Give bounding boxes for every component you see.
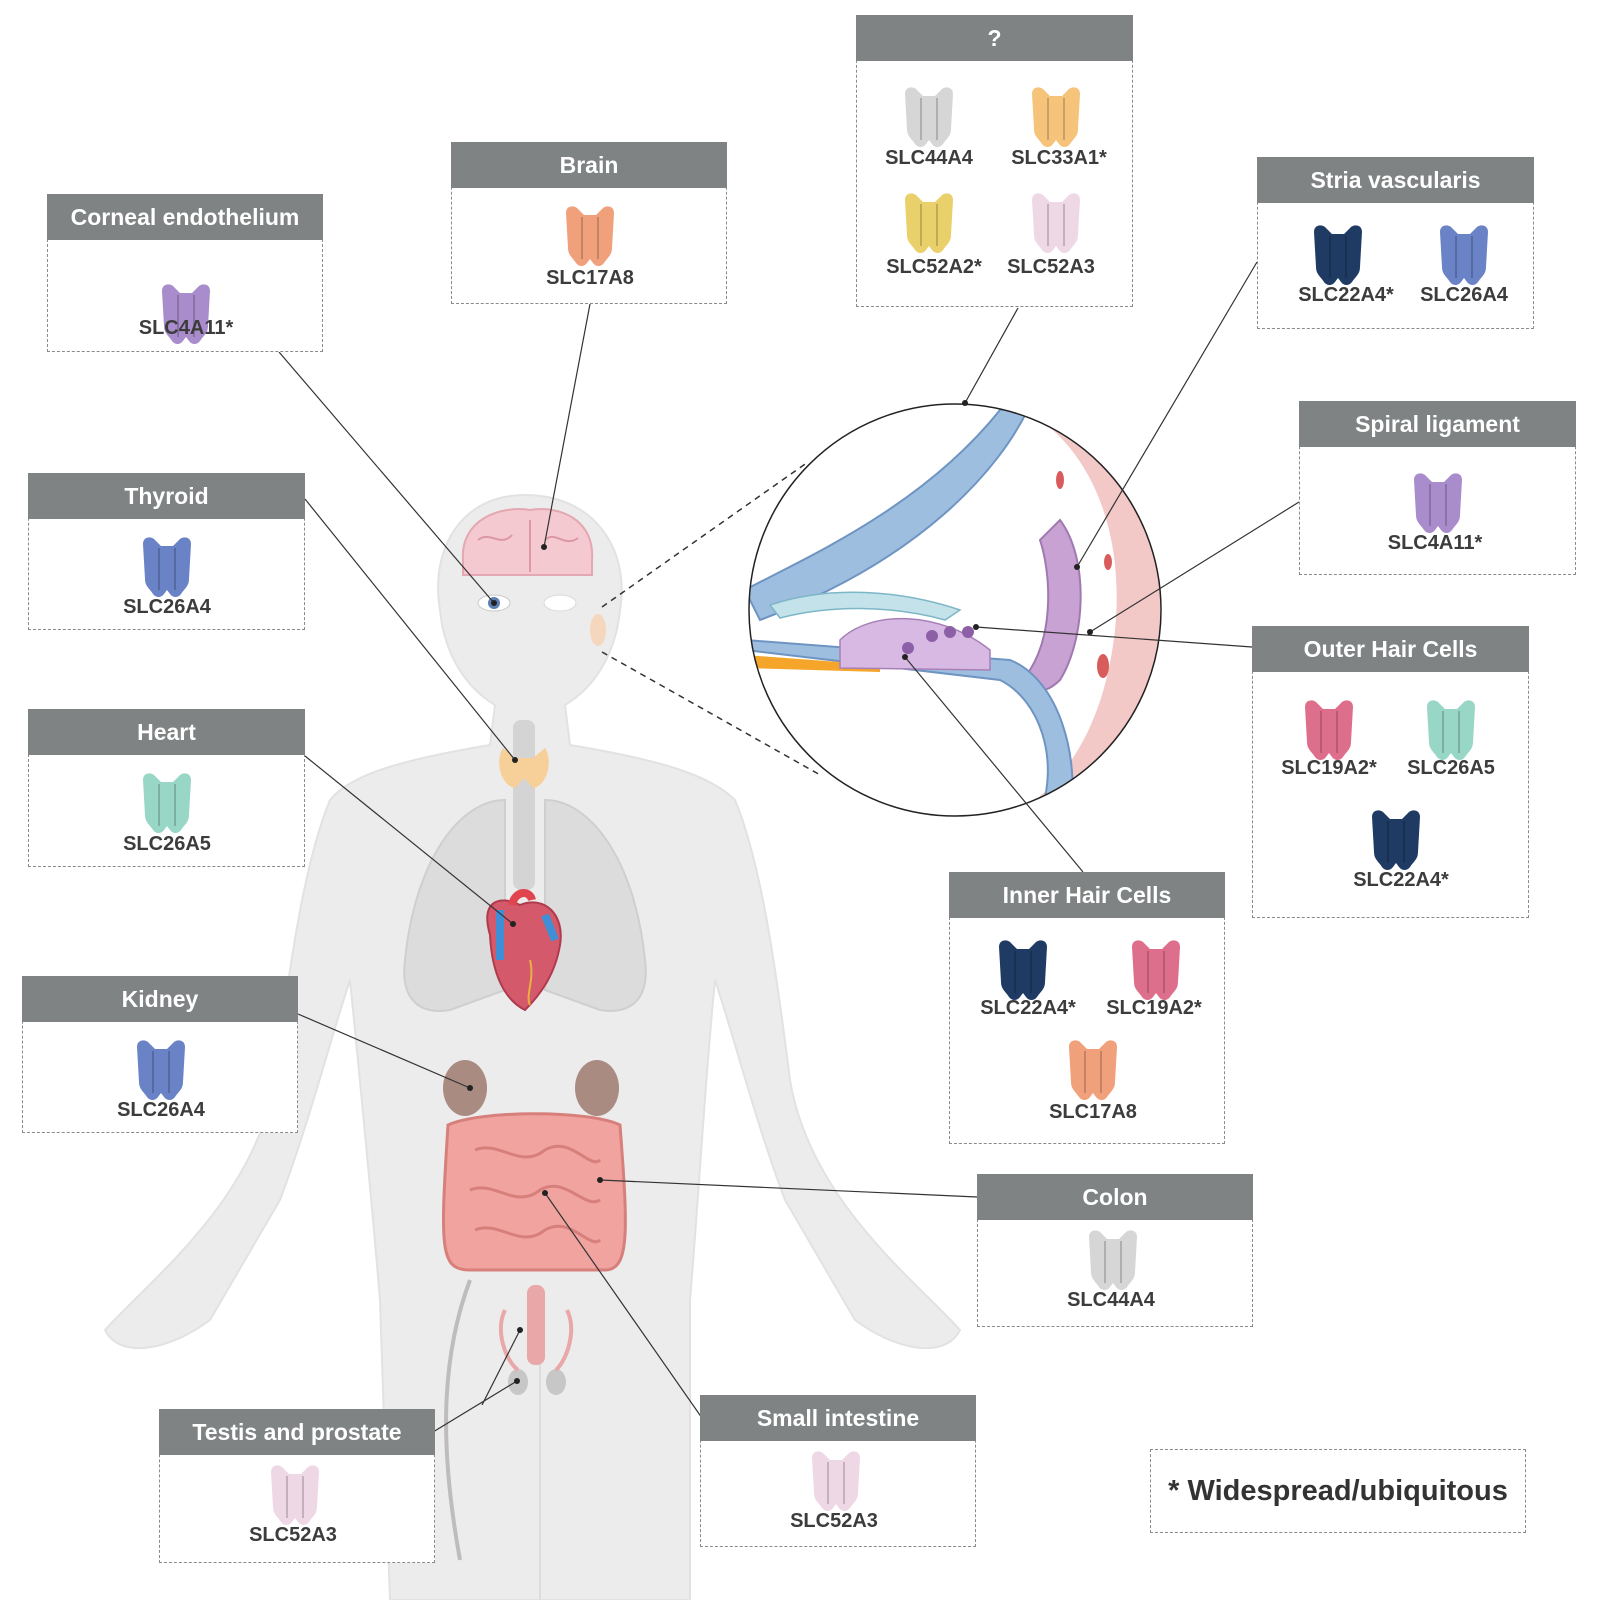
trachea-illustration xyxy=(513,720,535,890)
transporter-icon xyxy=(1409,470,1467,536)
panel-title: Stria vascularis xyxy=(1257,157,1534,203)
transporter-icon xyxy=(1300,697,1358,763)
transporter-icon xyxy=(1127,937,1185,1003)
transporter-icon xyxy=(1435,222,1493,288)
panel-title: Heart xyxy=(28,709,305,755)
kidney-illustration xyxy=(443,1060,619,1116)
brain-illustration xyxy=(461,508,594,576)
panel-title: ? xyxy=(856,15,1133,61)
transporter-icon xyxy=(900,84,958,150)
transporter-label: SLC52A3 xyxy=(1007,256,1095,278)
transporter-label: SLC4A11* xyxy=(1387,532,1483,554)
transporter-label: SLC52A2* xyxy=(886,256,982,278)
panel-title: Corneal endothelium xyxy=(47,194,323,240)
panel-title: Small intestine xyxy=(700,1395,976,1441)
transporter-icon xyxy=(157,281,215,347)
reproductive-illustration xyxy=(499,1285,574,1395)
transporter-icon xyxy=(138,534,196,600)
heart-illustration xyxy=(486,889,562,1012)
panel-title: Inner Hair Cells xyxy=(949,872,1225,918)
transporter-icon xyxy=(266,1462,324,1528)
panel-unknown: ? SLC44A4 SLC33A1* SLC52A2* SLC52A3 xyxy=(856,15,1133,307)
panel-title: Thyroid xyxy=(28,473,305,519)
transporter-label: SLC17A8 xyxy=(546,267,634,289)
panel-title: Colon xyxy=(977,1174,1253,1220)
transporter-label: SLC52A3 xyxy=(249,1524,337,1546)
ear-illustration xyxy=(590,614,606,646)
transporter-icon xyxy=(561,203,619,269)
transporter-label: SLC22A4* xyxy=(980,997,1076,1019)
transporter-label: SLC4A11* xyxy=(138,317,234,339)
transporter-label: SLC22A4* xyxy=(1353,869,1449,891)
transporter-label: SLC17A8 xyxy=(1049,1101,1137,1123)
transporter-label: SLC26A4 xyxy=(123,596,211,618)
transporter-label: SLC26A5 xyxy=(123,833,211,855)
transporter-icon xyxy=(1027,190,1085,256)
body-silhouette xyxy=(103,493,962,1600)
transporter-icon xyxy=(1084,1227,1142,1293)
transporter-icon xyxy=(138,770,196,836)
intestine-illustration xyxy=(441,1112,627,1272)
transporter-icon xyxy=(1027,84,1085,150)
transporter-icon xyxy=(1422,697,1480,763)
panel-title: Spiral ligament xyxy=(1299,401,1576,447)
legend-box: * Widespread/ubiquitous xyxy=(1150,1449,1526,1533)
transporter-icon xyxy=(1367,807,1425,873)
transporter-icon xyxy=(132,1037,190,1103)
thyroid-illustration xyxy=(499,748,549,788)
transporter-label: SLC22A4* xyxy=(1298,284,1394,306)
transporter-icon xyxy=(807,1448,865,1514)
panel-title: Brain xyxy=(451,142,727,188)
transporter-label: SLC26A4 xyxy=(117,1099,205,1121)
transporter-label: SLC52A3 xyxy=(790,1510,878,1532)
leader-lines xyxy=(278,261,1300,1433)
transporter-label: SLC26A4 xyxy=(1420,284,1508,306)
transporter-icon xyxy=(1064,1037,1122,1103)
panel-title: Testis and prostate xyxy=(159,1409,435,1455)
transporter-icon xyxy=(1309,222,1367,288)
transporter-icon xyxy=(994,937,1052,1003)
legend-text: * Widespread/ubiquitous xyxy=(1168,1474,1508,1507)
transporter-label: SLC19A2* xyxy=(1106,997,1202,1019)
leader-dots xyxy=(467,400,1093,1384)
transporter-label: SLC44A4 xyxy=(1067,1289,1155,1311)
transporter-label: SLC44A4 xyxy=(885,147,973,169)
panel-title: Kidney xyxy=(22,976,298,1022)
cochlea-zoom-illustration xyxy=(748,403,1162,817)
transporter-label: SLC19A2* xyxy=(1281,757,1377,779)
lungs-illustration xyxy=(403,798,647,1012)
transporter-label: SLC26A5 xyxy=(1407,757,1495,779)
transporter-icon xyxy=(900,190,958,256)
panel-title: Outer Hair Cells xyxy=(1252,626,1529,672)
transporter-label: SLC33A1* xyxy=(1011,147,1107,169)
